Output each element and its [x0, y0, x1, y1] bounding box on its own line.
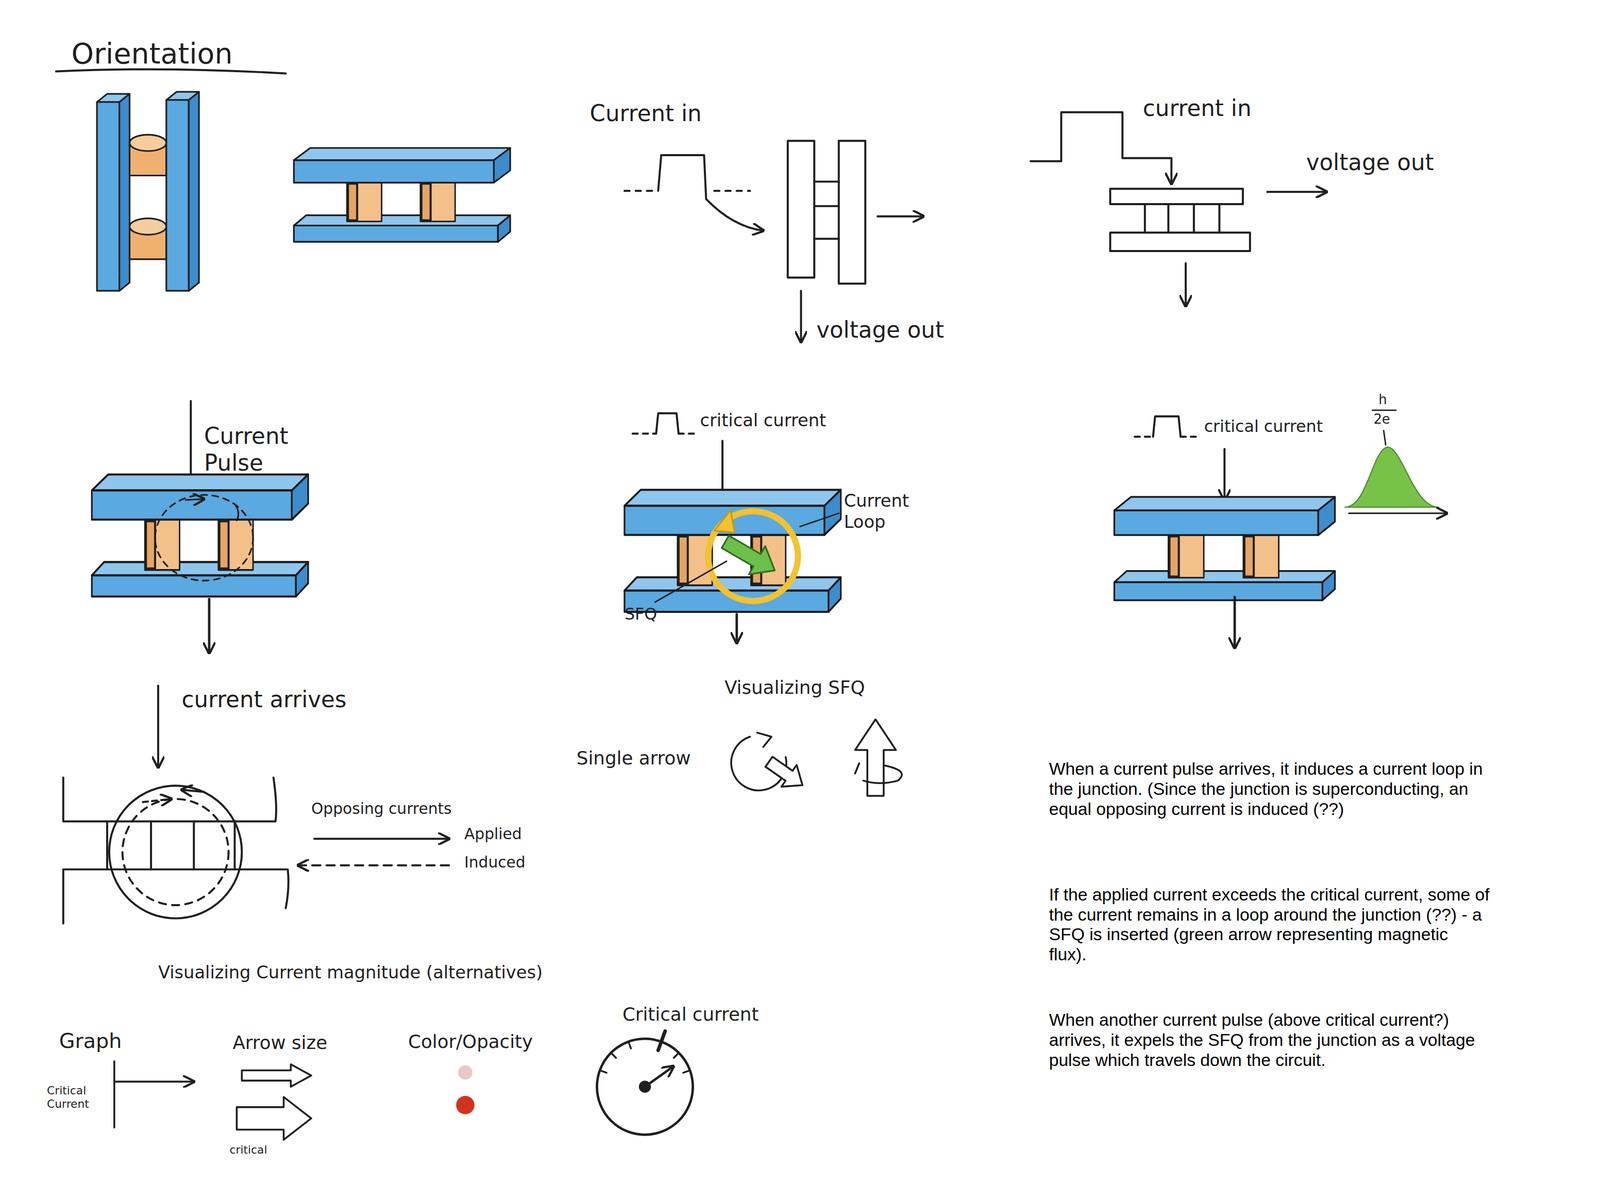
- applied-label: Applied: [464, 824, 522, 844]
- section-title: Orientation: [71, 36, 233, 72]
- magnitude-alternatives: [114, 1030, 694, 1140]
- output-label: voltage out: [816, 316, 945, 344]
- horizontal-junction-sketch: [1030, 112, 1327, 307]
- fraction-denominator: 2e: [1373, 411, 1390, 428]
- option-label: Arrow size: [232, 1031, 328, 1054]
- step-label: current arrives: [181, 685, 347, 713]
- loop-label: Current Loop: [844, 490, 931, 533]
- fraction-numerator: h: [1378, 391, 1387, 408]
- threshold-label: critical current: [1204, 416, 1323, 436]
- vertical-junction-sketch: [624, 140, 924, 342]
- note-paragraph: If the applied current exceeds the criti…: [1049, 884, 1490, 965]
- output-label: voltage out: [1306, 148, 1435, 176]
- option-note: critical: [229, 1142, 268, 1157]
- option-label: Color/Opacity: [408, 1030, 533, 1053]
- pulse-label: Current Pulse: [204, 422, 327, 477]
- sfq-insertion-figure: [624, 413, 841, 643]
- note-paragraph: When another current pulse (above critic…: [1049, 1009, 1490, 1070]
- section-heading: Visualizing SFQ: [724, 676, 866, 699]
- induced-label: Induced: [464, 852, 526, 872]
- horizontal-junction: [293, 147, 511, 242]
- sfq-icons: [731, 719, 902, 797]
- input-label: current in: [1142, 94, 1252, 122]
- option-label: Graph: [59, 1028, 122, 1054]
- sfq-label: SFQ: [624, 603, 658, 624]
- note-paragraph: When a current pulse arrives, it induces…: [1049, 759, 1490, 819]
- vertical-junction: [96, 91, 199, 291]
- axis-label: Critical Current: [46, 1083, 109, 1111]
- gauge-label: Critical current: [622, 1003, 759, 1026]
- legend-heading: Opposing currents: [311, 799, 452, 818]
- input-label: Current in: [590, 99, 702, 127]
- section-heading: Visualizing Current magnitude (alternati…: [158, 962, 543, 983]
- voltage-pulse-figure: [1114, 410, 1447, 648]
- threshold-label: critical current: [699, 410, 827, 431]
- icon-label: Single arrow: [576, 747, 692, 770]
